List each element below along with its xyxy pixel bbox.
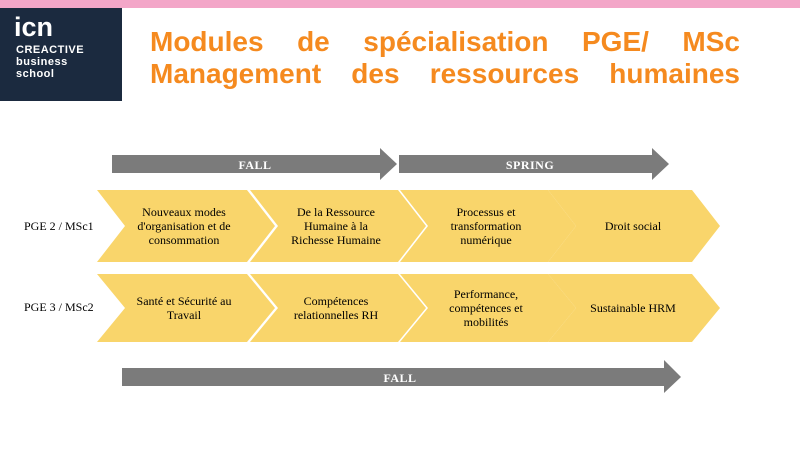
logo-line-3: school [16, 68, 55, 80]
title-line-2: Management des ressources humaines [150, 58, 740, 89]
module-row1-4: Droit social [604, 219, 662, 233]
module-row1-2: De la Ressource Humaine à la Richesse Hu… [291, 205, 381, 247]
spring-arrow-top [399, 148, 669, 180]
module-row2-3: Performance, compétences et mobilités [449, 287, 523, 329]
top-accent-bar [0, 0, 800, 8]
module-row2-1: Santé et Sécurité au Travail [136, 294, 232, 322]
fall-arrow-bottom [122, 360, 681, 393]
module-row2-4: Sustainable HRM [590, 301, 676, 315]
module-row1-1: Nouveaux modes d'organisation et de cons… [137, 205, 231, 247]
chevron-row2-2 [250, 274, 426, 342]
chevron-row1-4 [548, 190, 720, 262]
chevron-row2-3 [400, 274, 576, 342]
title-line-1: Modules de spécialisation PGE/ MSc [150, 26, 740, 57]
fall-label-bottom: FALL [383, 371, 417, 385]
chevron-row1-3 [400, 190, 576, 262]
row-label-pge2: PGE 2 / MSc1 [24, 219, 94, 233]
chevron-row2-4 [548, 274, 720, 342]
icn-logo: icn CREACTIVE business school [0, 8, 122, 101]
logo-icn-text: icn [14, 12, 54, 42]
fall-label-top: FALL [238, 158, 272, 172]
chevron-row1-2 [250, 190, 426, 262]
module-row2-2: Compétences relationnelles RH [293, 294, 379, 322]
fall-arrow-top [112, 148, 397, 180]
module-row1-3: Processus et transformation numérique [450, 205, 522, 247]
spring-label-top: SPRING [505, 158, 555, 172]
row-label-pge3: PGE 3 / MSc2 [24, 300, 94, 314]
chevron-row2-1 [97, 274, 275, 342]
chevron-row1-1 [97, 190, 275, 262]
logo-line-2: business [16, 56, 68, 68]
logo-line-1: CREACTIVE [16, 44, 85, 56]
page-title: Modules de spécialisation PGE/ MSc Manag… [150, 26, 740, 90]
